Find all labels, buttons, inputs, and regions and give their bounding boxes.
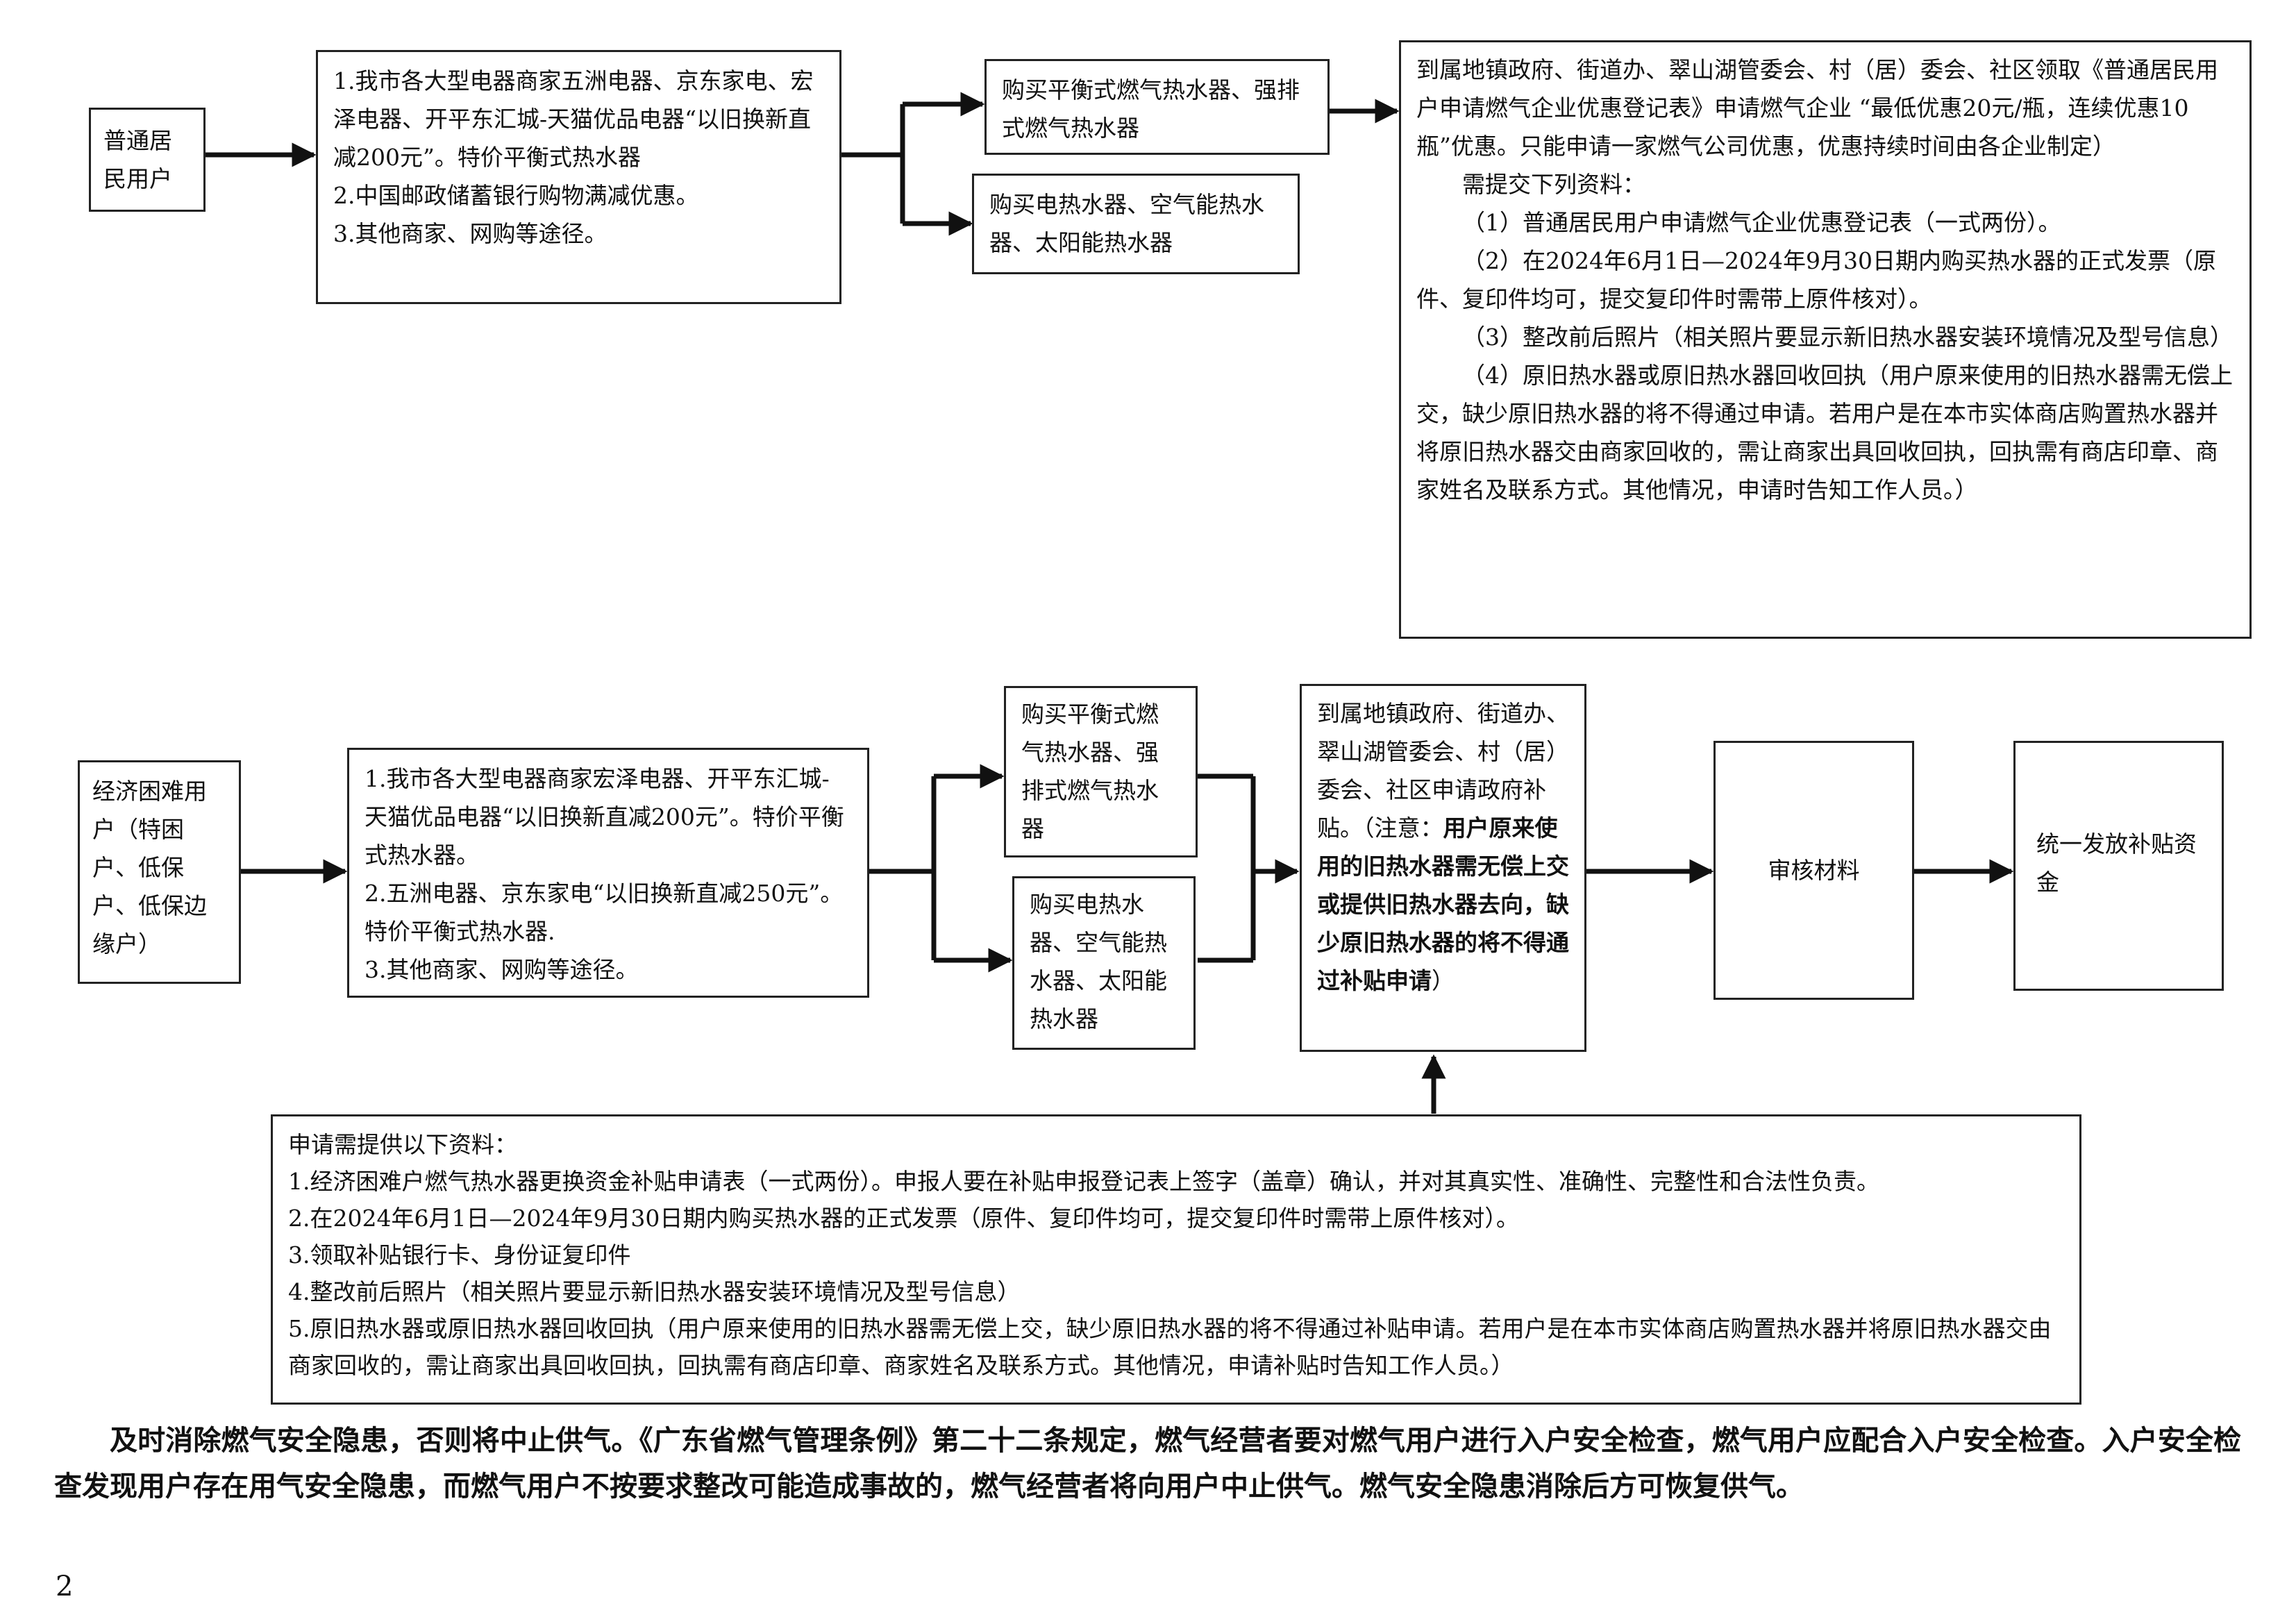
buy-gas-heater-box-bottom: 购买平衡式燃气热水器、强排式燃气热水器 [1004,686,1198,857]
materials-item: 2.在2024年6月1日—2024年9月30日期内购买热水器的正式发票（原件、复… [288,1205,1519,1232]
channel-item: 1.我市各大型电器商家宏泽电器、开平东汇城-天猫优品电器“以旧换新直减200元”… [364,765,844,869]
materials-item: 1.经济困难户燃气热水器更换资金补贴申请表（一式两份）。申报人要在补贴申报登记表… [288,1168,1879,1195]
apply-subsidy-text: 到属地镇政府、街道办、翠山湖管委会、村（居）委会、社区申请政府补贴。（注意： [1317,700,1569,842]
hardship-user-box: 经济困难用户（特困户、低保户、低保边缘户） [78,760,241,984]
hardship-user-label: 经济困难用户（特困户、低保户、低保边缘户） [92,778,207,957]
materials-title: 申请需提供以下资料： [288,1131,517,1158]
buy-gas-heater-label: 购买平衡式燃气热水器、强排式燃气热水器 [1002,76,1300,142]
apply-subsidy-warning: 用户原来使用的旧热水器需无偿上交或提供旧热水器去向，缺少原旧热水器的将不得通过补… [1317,814,1569,994]
discount-need-heading: 需提交下列资料： [1462,171,1645,198]
gas-discount-box: 到属地镇政府、街道办、翠山湖管委会、村（居）委会、社区领取《普通居民用户申请燃气… [1399,40,2252,639]
channel-item: 3.其他商家、网购等途径。 [364,956,639,983]
discount-intro: 到属地镇政府、街道办、翠山湖管委会、村（居）委会、社区领取《普通居民用户申请燃气… [1416,56,2218,160]
review-materials-box: 审核材料 [1713,741,1914,1000]
page-number: 2 [56,1571,74,1602]
application-materials-box: 申请需提供以下资料： 1.经济困难户燃气热水器更换资金补贴申请表（一式两份）。申… [271,1114,2081,1405]
channel-item: 2.五洲电器、京东家电“以旧换新直减250元”。特价平衡式热水器. [364,880,844,945]
apply-subsidy-box: 到属地镇政府、街道办、翠山湖管委会、村（居）委会、社区申请政府补贴。（注意：用户… [1300,684,1586,1052]
buy-gas-heater-label: 购买平衡式燃气热水器、强排式燃气热水器 [1021,701,1159,842]
resident-user-box: 普通居民用户 [89,108,206,212]
issue-subsidy-box: 统一发放补贴资金 [2013,741,2224,991]
buy-other-heater-label: 购买电热水器、空气能热水器、太阳能热水器 [1030,891,1167,1032]
materials-item: 4.整改前后照片（相关照片要显示新旧热水器安装环境情况及型号信息） [288,1278,1021,1305]
discount-item: （4）原旧热水器或原旧热水器回收回执（用户原来使用的旧热水器需无偿上交，缺少原旧… [1416,362,2233,503]
channel-item: 2.中国邮政储蓄银行购物满减优惠。 [333,182,699,209]
hardship-channels-box: 1.我市各大型电器商家宏泽电器、开平东汇城-天猫优品电器“以旧换新直减200元”… [347,748,869,998]
channel-item: 1.我市各大型电器商家五洲电器、京东家电、宏泽电器、开平东汇城-天猫优品电器“以… [333,67,814,171]
buy-other-heater-box: 购买电热水器、空气能热水器、太阳能热水器 [972,174,1300,274]
buy-gas-heater-box: 购买平衡式燃气热水器、强排式燃气热水器 [984,59,1330,155]
apply-subsidy-close: ） [1432,967,1455,994]
resident-user-label: 普通居民用户 [103,127,172,192]
discount-item: （1）普通居民用户申请燃气企业优惠登记表（一式两份）。 [1462,209,2061,236]
purchase-channels-box: 1.我市各大型电器商家五洲电器、京东家电、宏泽电器、开平东汇城-天猫优品电器“以… [316,50,841,304]
channel-item: 3.其他商家、网购等途径。 [333,220,607,247]
materials-item: 5.原旧热水器或原旧热水器回收回执（用户原来使用的旧热水器需无偿上交，缺少原旧热… [288,1315,2052,1379]
buy-other-heater-box-bottom: 购买电热水器、空气能热水器、太阳能热水器 [1012,876,1196,1050]
discount-item: （2）在2024年6月1日—2024年9月30日期内购买热水器的正式发票（原件、… [1416,247,2216,312]
safety-paragraph: 及时消除燃气安全隐患，否则将中止供气。《广东省燃气管理条例》第二十二条规定，燃气… [54,1424,2241,1502]
discount-item: （3）整改前后照片（相关照片要显示新旧热水器安装环境情况及型号信息） [1462,324,2233,351]
buy-other-heater-label: 购买电热水器、空气能热水器、太阳能热水器 [989,191,1264,256]
materials-item: 3.领取补贴银行卡、身份证复印件 [288,1241,631,1269]
review-materials-label: 审核材料 [1768,857,1860,884]
issue-subsidy-label: 统一发放补贴资金 [2036,830,2197,896]
